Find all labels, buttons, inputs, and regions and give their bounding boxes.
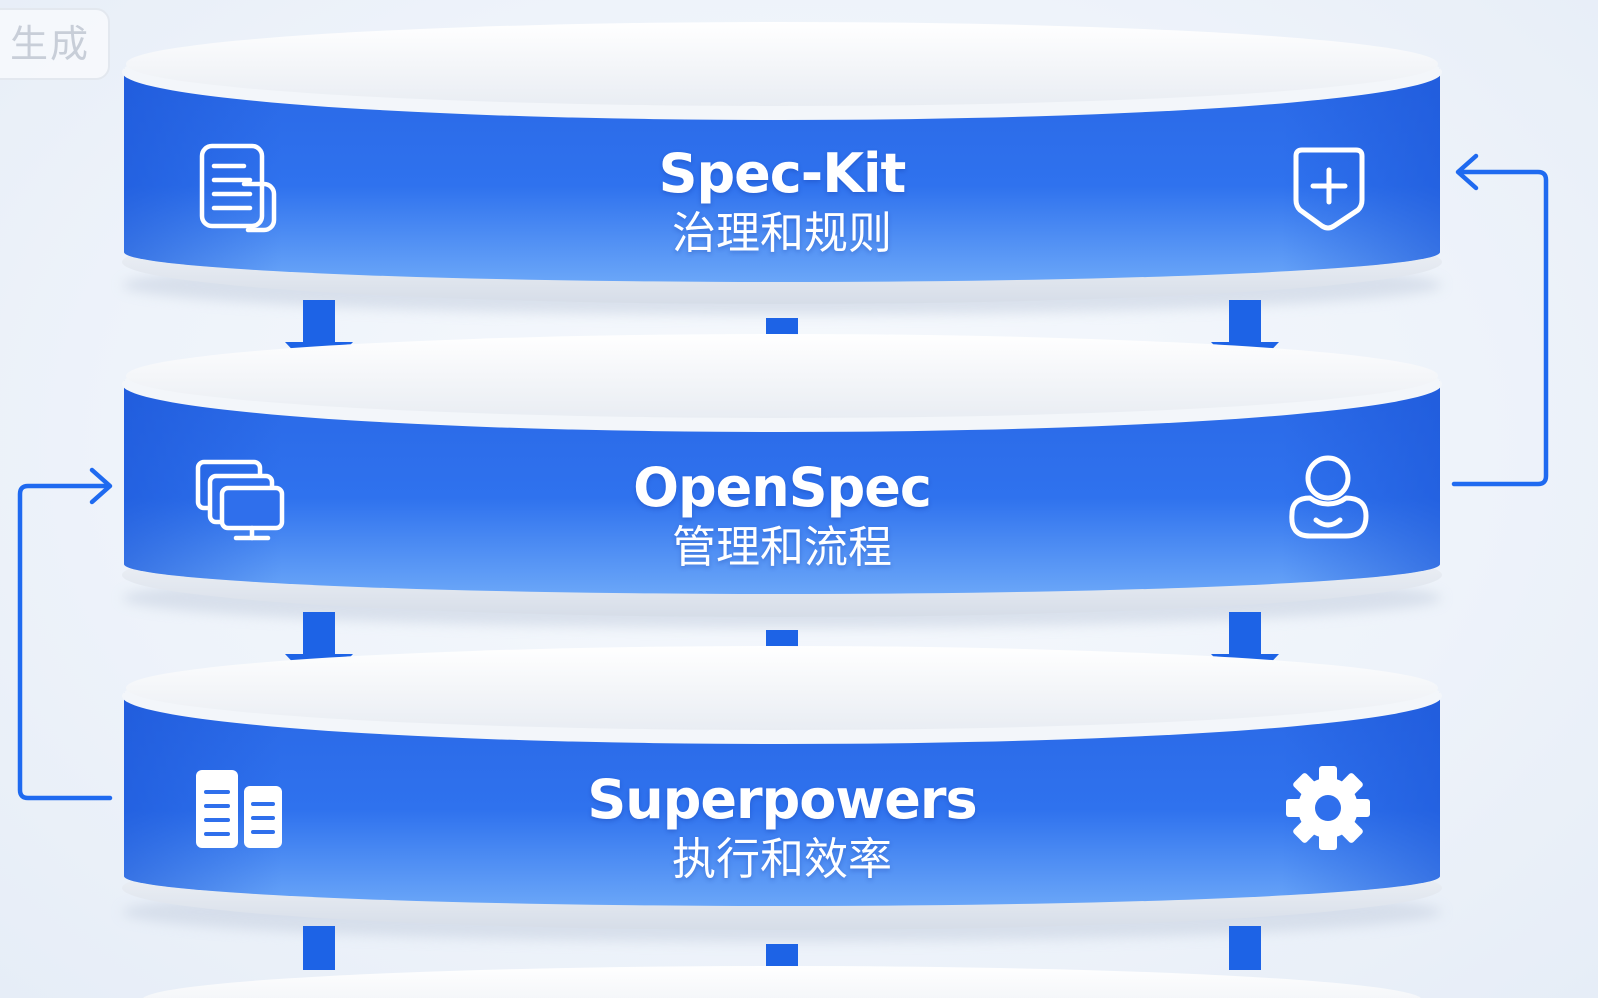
layer-openspec-band-shade (124, 380, 1440, 594)
connector-left-arrowhead (89, 467, 113, 505)
layer-spec-kit (122, 22, 1442, 315)
layer-title: Superpowers (587, 768, 977, 831)
generate-badge[interactable]: 生成 (0, 8, 110, 80)
generate-badge-label: 生成 (9, 22, 90, 66)
layer-spec-kit-band-shade (124, 68, 1440, 282)
plus-shield-icon (1293, 147, 1365, 231)
layer-title: OpenSpec (633, 456, 932, 519)
layer-spec-kit-label: Spec-Kit 治理和规则 (482, 142, 1082, 260)
layer-superpowers-label: Superpowers 执行和效率 (482, 768, 1082, 886)
layer-superpowers-band-shade (124, 692, 1440, 906)
book-columns-icon (196, 770, 282, 848)
layer-openspec (122, 334, 1442, 628)
document-stack-icon (199, 143, 277, 233)
connector-left-line (17, 483, 113, 801)
down-arrow-left (303, 926, 335, 970)
layer-subtitle: 执行和效率 (672, 834, 892, 885)
layer-subtitle: 管理和流程 (672, 522, 892, 573)
layer-openspec-label: OpenSpec 管理和流程 (482, 456, 1082, 574)
feedback-connector-right (1451, 153, 1549, 487)
layer-next-top-disc (143, 966, 1421, 998)
layer-subtitle: 治理和规则 (672, 208, 892, 259)
connector-right-arrowhead (1455, 153, 1479, 191)
feedback-connector-left (17, 467, 113, 801)
user-icon (1289, 455, 1369, 539)
layer-openspec-top-disc (126, 334, 1438, 418)
layer-superpowers-top-disc (126, 646, 1438, 730)
connector-right-line (1451, 169, 1549, 487)
layer-superpowers (122, 646, 1442, 942)
layer-spec-kit-top-disc (126, 22, 1438, 106)
multi-monitor-icon (195, 459, 285, 541)
down-arrow-right (1229, 926, 1261, 970)
gear-icon (1286, 766, 1370, 850)
layer-title: Spec-Kit (658, 142, 907, 205)
